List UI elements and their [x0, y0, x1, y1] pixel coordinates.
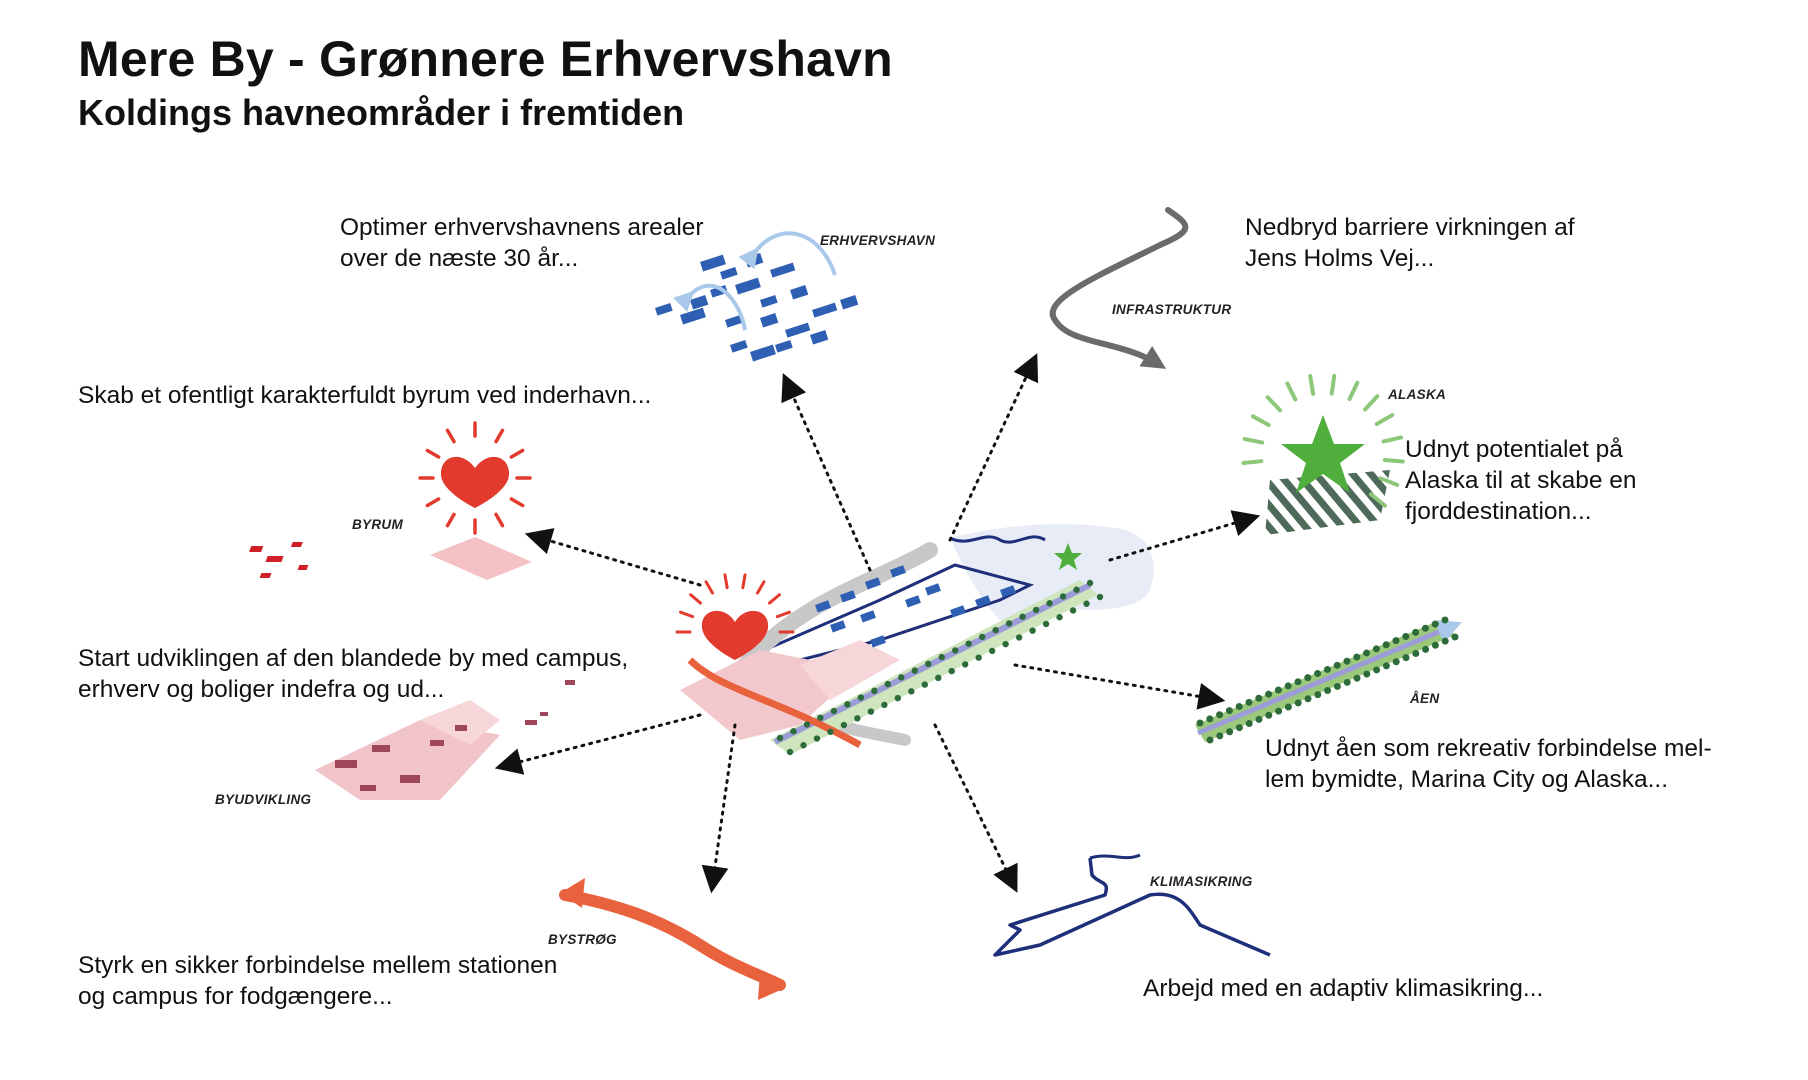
road-curve-icon [1049, 207, 1189, 369]
tag-bystrog: BYSTRØG [548, 932, 617, 947]
connector-arrows [494, 353, 1261, 894]
tag-infrastruktur: INFRASTRUKTUR [1112, 302, 1232, 317]
caption-klimasikring: Arbejd med en adaptiv klimasikring... [1143, 975, 1544, 1002]
caption-byudvikling: Start udviklingen af den blandede by med… [78, 645, 629, 703]
central-map [675, 524, 1154, 756]
promenade-arrow-icon [559, 878, 786, 1000]
dike-line-icon [993, 857, 1271, 957]
tag-erhvervshavn: ERHVERVSHAVN [820, 233, 936, 248]
tag-byudvikling: BYUDVIKLING [215, 792, 312, 807]
caption-erhvervshavn: Optimer erhvervshavnens arealer over de … [340, 214, 704, 272]
caption-bystrog: Styrk en sikker forbindelse mellem stati… [78, 952, 558, 1010]
river-trees-icon [1195, 616, 1462, 744]
page-title: Mere By - Grønnere Erhvervshavn [78, 31, 893, 87]
tag-byrum: BYRUM [352, 517, 403, 532]
star-icon [1241, 373, 1405, 535]
caption-alaska: Udnyt potentialet på Alaska til at skabe… [1405, 436, 1637, 525]
caption-byrum: Skab et ofentligt karakterfuldt byrum ve… [78, 382, 652, 409]
urban-blocks-icon [315, 680, 575, 800]
caption-infrastruktur: Nedbryd barriere virkningen af Jens Holm… [1245, 214, 1575, 272]
tag-aen: ÅEN [1410, 691, 1440, 706]
tag-klimasikring: KLIMASIKRING [1150, 874, 1253, 889]
caption-aen: Udnyt åen som rekreativ forbindelse mel-… [1265, 735, 1712, 793]
heart-icon [249, 421, 532, 580]
page-subtitle: Koldings havneområder i fremtiden [78, 92, 685, 133]
harbor-blocks-icon [655, 231, 859, 362]
tag-alaska: ALASKA [1388, 387, 1447, 402]
